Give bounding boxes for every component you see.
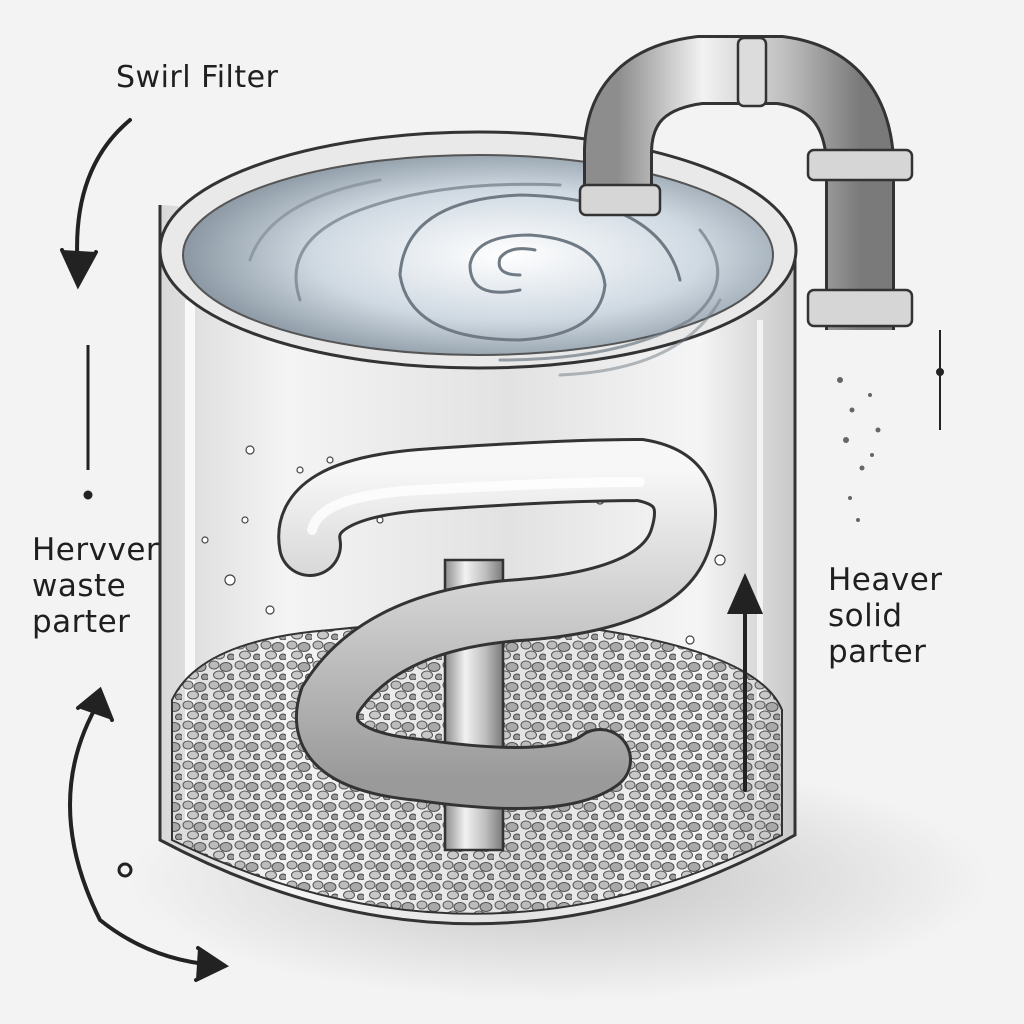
helical-tube [277, 437, 717, 810]
outlet-particles [837, 377, 881, 522]
diagram-title: Swirl Filter [116, 60, 279, 95]
left-annotation-line-3: parter [32, 604, 131, 640]
left-annotation-line-2: waste [32, 568, 127, 604]
thin-marker-right [936, 330, 944, 430]
thin-marker-left [83, 345, 93, 500]
right-annotation-line-3: parter [828, 634, 927, 670]
right-annotation-line-1: Heaver [828, 562, 943, 598]
up-arrow-right [726, 573, 764, 792]
left-annotation-line-1: Hervver [32, 532, 160, 568]
right-annotation-line-2: solid [828, 598, 903, 634]
outlet-pipe [578, 35, 914, 330]
right-annotation: Heaver solid parter [828, 562, 943, 670]
left-annotation: Hervver waste parter [32, 532, 159, 640]
curved-arrow-top-left [60, 118, 132, 290]
swirl-vortex [248, 178, 722, 377]
curved-arrow-bottom-left [68, 686, 230, 982]
dot-marker [117, 862, 133, 878]
